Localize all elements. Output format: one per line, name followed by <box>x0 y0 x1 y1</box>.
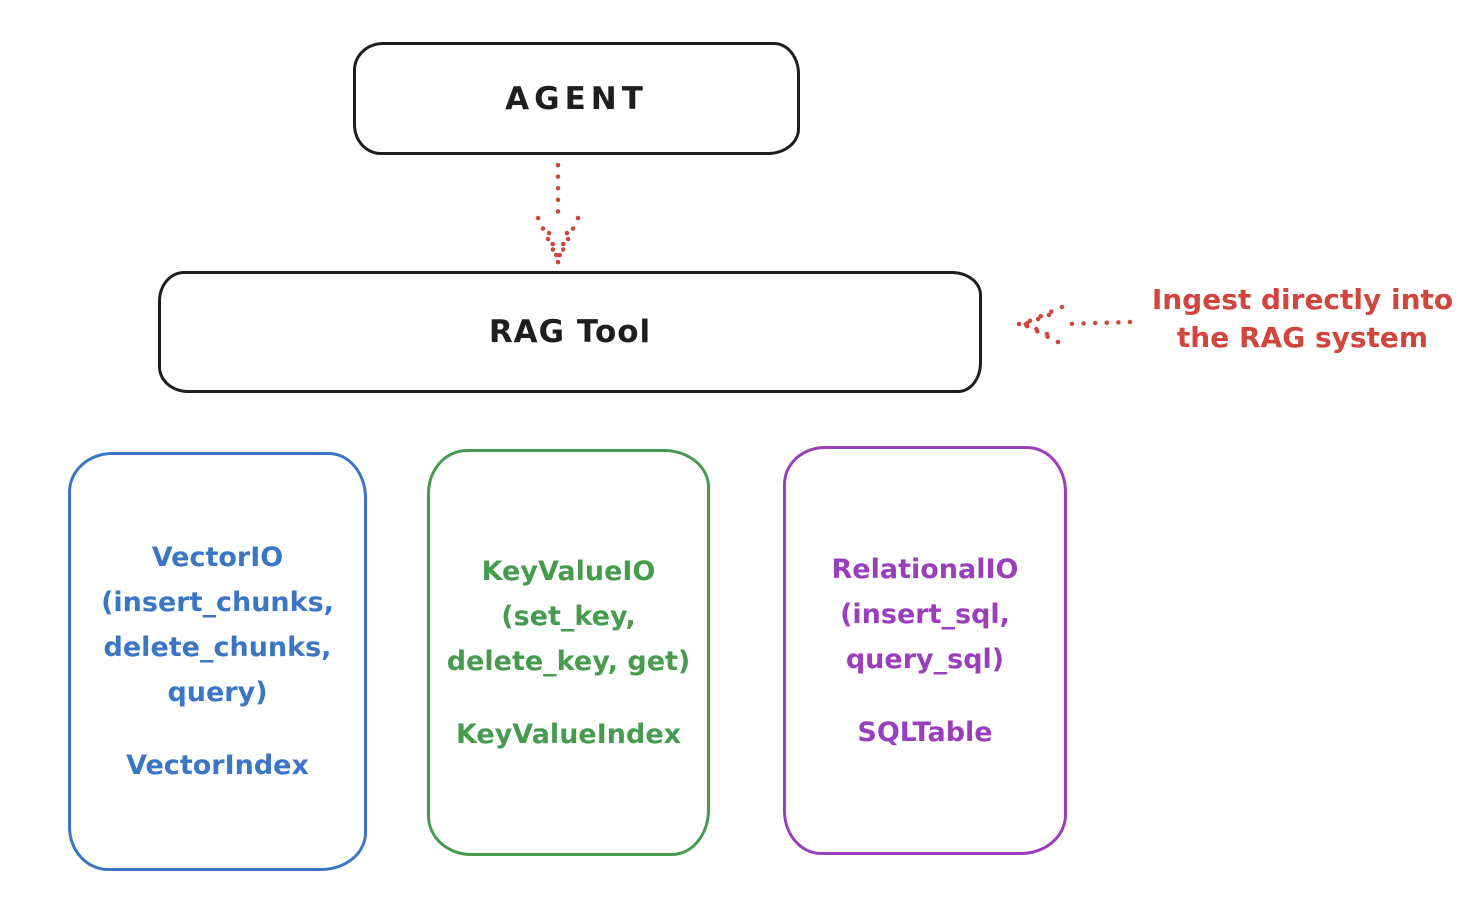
agent-node: AGENT <box>353 42 800 155</box>
keyvalue-io-methods-line: (set_key, <box>501 600 636 632</box>
arrow-ingest-into-rag-tool-icon <box>1016 304 1133 345</box>
vector-io-node: VectorIO (insert_chunks, delete_chunks, … <box>68 452 367 871</box>
ingest-annotation: Ingest directly into the RAG system <box>1135 281 1470 357</box>
sql-table-label: SQLTable <box>857 716 993 748</box>
keyvalue-io-title: KeyValueIO <box>481 555 656 587</box>
relational-io-node: RelationalIO (insert_sql, query_sql) SQL… <box>783 446 1067 855</box>
ingest-annotation-line2: the RAG system <box>1176 321 1429 354</box>
keyvalue-index-label: KeyValueIndex <box>455 718 682 750</box>
vector-io-methods-line: (insert_chunks, <box>101 587 334 618</box>
agent-node-label: AGENT <box>505 80 648 117</box>
relational-io-methods-line: (insert_sql, <box>840 598 1010 630</box>
rag-tool-node-label: RAG Tool <box>488 314 652 350</box>
vector-io-methods-line: delete_chunks, <box>103 632 332 663</box>
ingest-annotation-line1: Ingest directly into <box>1151 283 1454 316</box>
vector-io-title: VectorIO <box>151 542 284 573</box>
relational-io-title: RelationalIO <box>831 553 1019 585</box>
keyvalue-io-node: KeyValueIO (set_key, delete_key, get) Ke… <box>427 449 710 856</box>
keyvalue-io-methods-line: delete_key, get) <box>446 645 691 677</box>
relational-io-methods-line: query_sql) <box>845 643 1005 675</box>
arrow-agent-to-rag-tool-icon <box>535 162 581 265</box>
rag-tool-node: RAG Tool <box>158 271 982 393</box>
vector-index-label: VectorIndex <box>126 750 309 781</box>
vector-io-methods-line: query) <box>167 677 268 708</box>
